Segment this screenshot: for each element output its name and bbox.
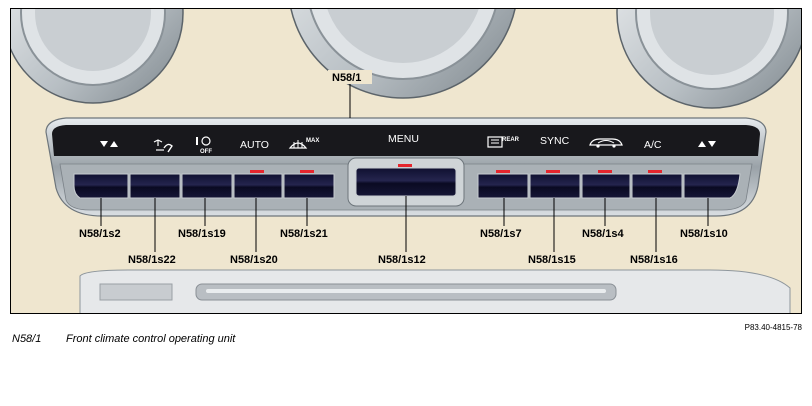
- air-vent-right: [616, 8, 802, 109]
- callout-s7: N58/1s7: [480, 228, 522, 240]
- button-s22[interactable]: [129, 173, 181, 199]
- legend-description: Front climate control operating unit: [66, 333, 236, 345]
- diagram-figure: OFF AUTO MAX MENU REAR SYNC A/C: [10, 8, 802, 314]
- air-vent-left: [10, 8, 184, 104]
- button-s20[interactable]: [233, 170, 283, 199]
- auto-label: AUTO: [240, 139, 269, 151]
- callout-s16: N58/1s16: [630, 254, 678, 266]
- max-label: MAX: [306, 138, 319, 144]
- fan-decrease-increase-icon: [100, 141, 118, 147]
- callout-main: N58/1: [332, 72, 361, 84]
- callout-s21: N58/1s21: [280, 228, 328, 240]
- button-s15[interactable]: [529, 170, 581, 199]
- menu-label: MENU: [388, 133, 419, 145]
- temperature-up-down-icon: [698, 141, 716, 147]
- air-distribution-icon: [153, 139, 173, 153]
- callout-s20: N58/1s20: [230, 254, 278, 266]
- air-vent-center: [289, 8, 517, 99]
- button-s7[interactable]: [477, 170, 529, 199]
- figure-border: [10, 8, 802, 314]
- button-s12[interactable]: [355, 164, 457, 197]
- legend-code: N58/1: [12, 333, 42, 345]
- reference-code: P83.40-4815-78: [744, 323, 802, 332]
- climate-control-panel: OFF AUTO MAX MENU REAR SYNC A/C: [45, 117, 767, 217]
- max-defrost-icon: MAX: [288, 138, 319, 149]
- lower-trim-strip: [79, 269, 791, 314]
- callout-s2: N58/1s2: [79, 228, 121, 240]
- rear-label: REAR: [502, 137, 520, 143]
- button-s10[interactable]: [683, 173, 741, 199]
- callout-s4: N58/1s4: [582, 228, 624, 240]
- recirculation-icon: [589, 138, 623, 148]
- button-s2[interactable]: [73, 173, 129, 199]
- sync-label: SYNC: [540, 135, 570, 147]
- ac-label: A/C: [644, 139, 662, 151]
- button-s4[interactable]: [581, 170, 631, 199]
- callout-s15: N58/1s15: [528, 254, 576, 266]
- callout-s22: N58/1s22: [128, 254, 176, 266]
- fan-off-icon: OFF: [196, 136, 212, 155]
- leader-lines: [100, 84, 709, 254]
- fan-off-label: OFF: [200, 149, 212, 155]
- button-s19[interactable]: [181, 173, 233, 199]
- callout-s19: N58/1s19: [178, 228, 226, 240]
- button-s16[interactable]: [631, 170, 683, 199]
- callout-s10: N58/1s10: [680, 228, 728, 240]
- callout-s12: N58/1s12: [378, 254, 426, 266]
- rear-defrost-icon: REAR: [487, 136, 520, 148]
- button-s21[interactable]: [283, 170, 335, 199]
